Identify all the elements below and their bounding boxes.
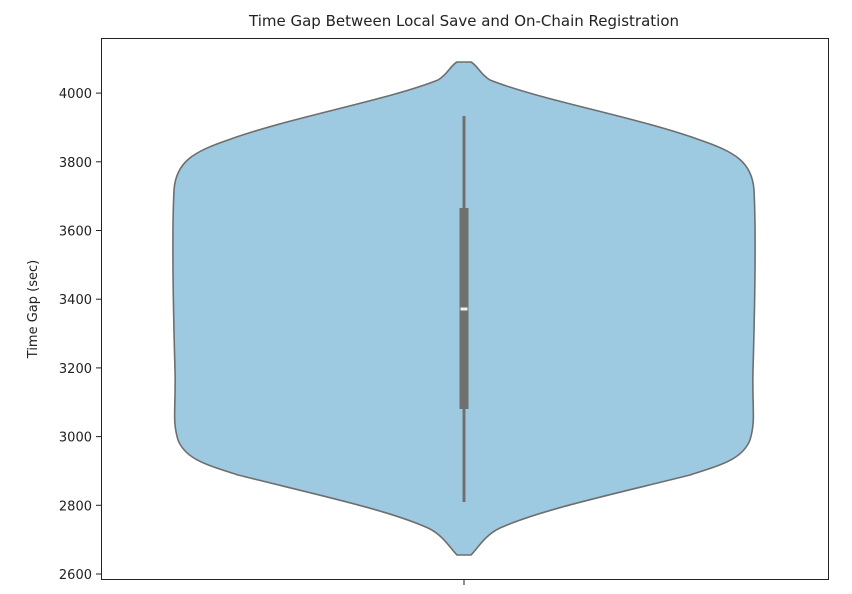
y-axis-label: Time Gap (sec) — [26, 260, 41, 359]
y-tick-label: 3200 — [59, 362, 92, 377]
y-tick-label: 3600 — [59, 225, 92, 240]
y-axis — [96, 92, 101, 575]
median-marker — [460, 307, 468, 311]
y-tick-labels: 2600 2800 3000 3200 3400 3600 3800 4000 — [59, 87, 92, 583]
y-tick-label: 3800 — [59, 156, 92, 171]
y-tick-label: 2800 — [59, 499, 92, 514]
y-tick-label: 3400 — [59, 293, 92, 308]
y-tick-label: 3000 — [59, 431, 92, 446]
axes-frame — [101, 38, 829, 580]
y-tick-label: 4000 — [59, 87, 92, 102]
chart-title: Time Gap Between Local Save and On-Chain… — [248, 12, 679, 30]
y-tick-label: 2600 — [59, 568, 92, 583]
